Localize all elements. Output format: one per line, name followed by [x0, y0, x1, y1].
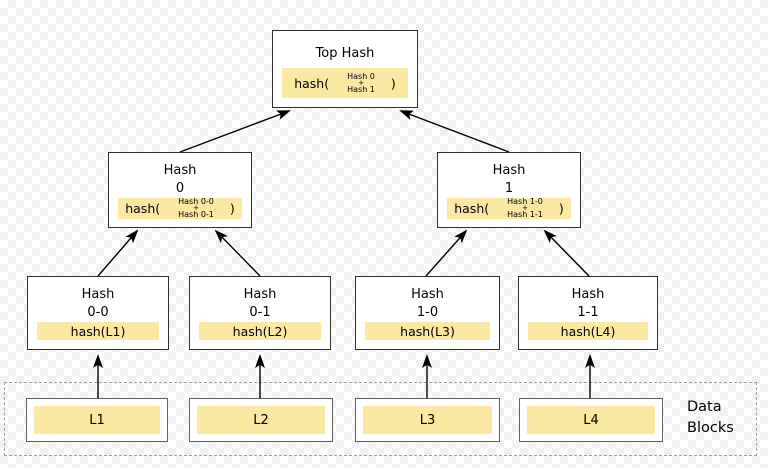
node-title: Hash 1-0 — [411, 287, 444, 320]
data-block-label: L2 — [197, 406, 325, 434]
node-hash-0-0: Hash 0-0 hash(L1) — [27, 276, 169, 350]
node-title: Hash 0-0 — [81, 287, 115, 320]
hash-fn-open: hash( — [125, 201, 161, 216]
hash-value: hash(L3) — [365, 322, 490, 340]
arrow-hash11-to-hash1 — [543, 229, 590, 277]
data-blocks-caption: Data Blocks — [687, 399, 734, 436]
hash-fn-close: ) — [229, 201, 235, 216]
hash-fn-close: ) — [390, 75, 396, 91]
node-title: Hash 1-1 — [571, 287, 605, 320]
data-block-label: L1 — [34, 406, 160, 434]
node-hash-1: Hash 1 hash( Hash 1-0 + Hash 1-1 ) — [437, 152, 581, 228]
hash-fn-open: hash( — [454, 201, 490, 216]
hash-value: hash(L4) — [528, 322, 648, 340]
arrow-hash10-to-hash1 — [425, 229, 468, 277]
node-title: Hash 1 — [492, 163, 526, 196]
hash-expression: hash( Hash 0 + Hash 1 ) — [282, 68, 408, 98]
arrow-hash00-to-hash0 — [97, 229, 139, 277]
node-hash-0: Hash 0 hash( Hash 0-0 + Hash 0-1 ) — [108, 152, 252, 228]
data-blocks-region — [4, 382, 757, 456]
plus-sign: + — [522, 204, 528, 212]
hash-args: Hash 0-0 + Hash 0-1 — [178, 198, 214, 219]
hash-args: Hash 0 + Hash 1 — [347, 71, 375, 94]
node-top-hash: Top Hash hash( Hash 0 + Hash 1 ) — [272, 30, 418, 108]
data-block-l1: L1 — [26, 398, 168, 442]
hash-args: Hash 1-0 + Hash 1-1 — [507, 198, 543, 219]
node-hash-1-0: Hash 1-0 hash(L3) — [355, 276, 500, 350]
data-block-l4: L4 — [519, 398, 663, 442]
node-hash-1-1: Hash 1-1 hash(L4) — [518, 276, 658, 350]
hash-value: hash(L2) — [199, 322, 321, 340]
arrow-hash0-to-top — [179, 110, 291, 153]
hash-expression: hash( Hash 1-0 + Hash 1-1 ) — [447, 198, 571, 219]
data-block-l2: L2 — [189, 398, 333, 442]
hash-arg-2: Hash 0-1 — [178, 210, 214, 219]
node-title: Hash 0-1 — [243, 287, 277, 320]
node-title: Hash 0 — [163, 163, 197, 196]
hash-arg-2: Hash 1-1 — [507, 210, 543, 219]
hash-arg-2: Hash 1 — [347, 84, 375, 94]
hash-fn-close: ) — [558, 201, 564, 216]
hash-fn-open: hash( — [294, 75, 330, 91]
plus-sign: + — [358, 78, 364, 87]
node-title: Top Hash — [315, 46, 375, 61]
node-hash-0-1: Hash 0-1 hash(L2) — [189, 276, 331, 350]
hash-arg-1: Hash 0-0 — [178, 197, 214, 206]
hash-value: hash(L1) — [37, 322, 159, 340]
hash-expression: hash( Hash 0-0 + Hash 0-1 ) — [118, 198, 242, 219]
data-block-label: L4 — [527, 406, 655, 434]
plus-sign: + — [193, 204, 199, 212]
data-block-l3: L3 — [355, 398, 500, 442]
arrow-hash01-to-hash0 — [214, 229, 261, 277]
data-block-label: L3 — [363, 406, 492, 434]
hash-arg-1: Hash 1-0 — [507, 197, 543, 206]
hash-arg-1: Hash 0 — [347, 71, 375, 81]
arrow-hash1-to-top — [399, 110, 510, 153]
